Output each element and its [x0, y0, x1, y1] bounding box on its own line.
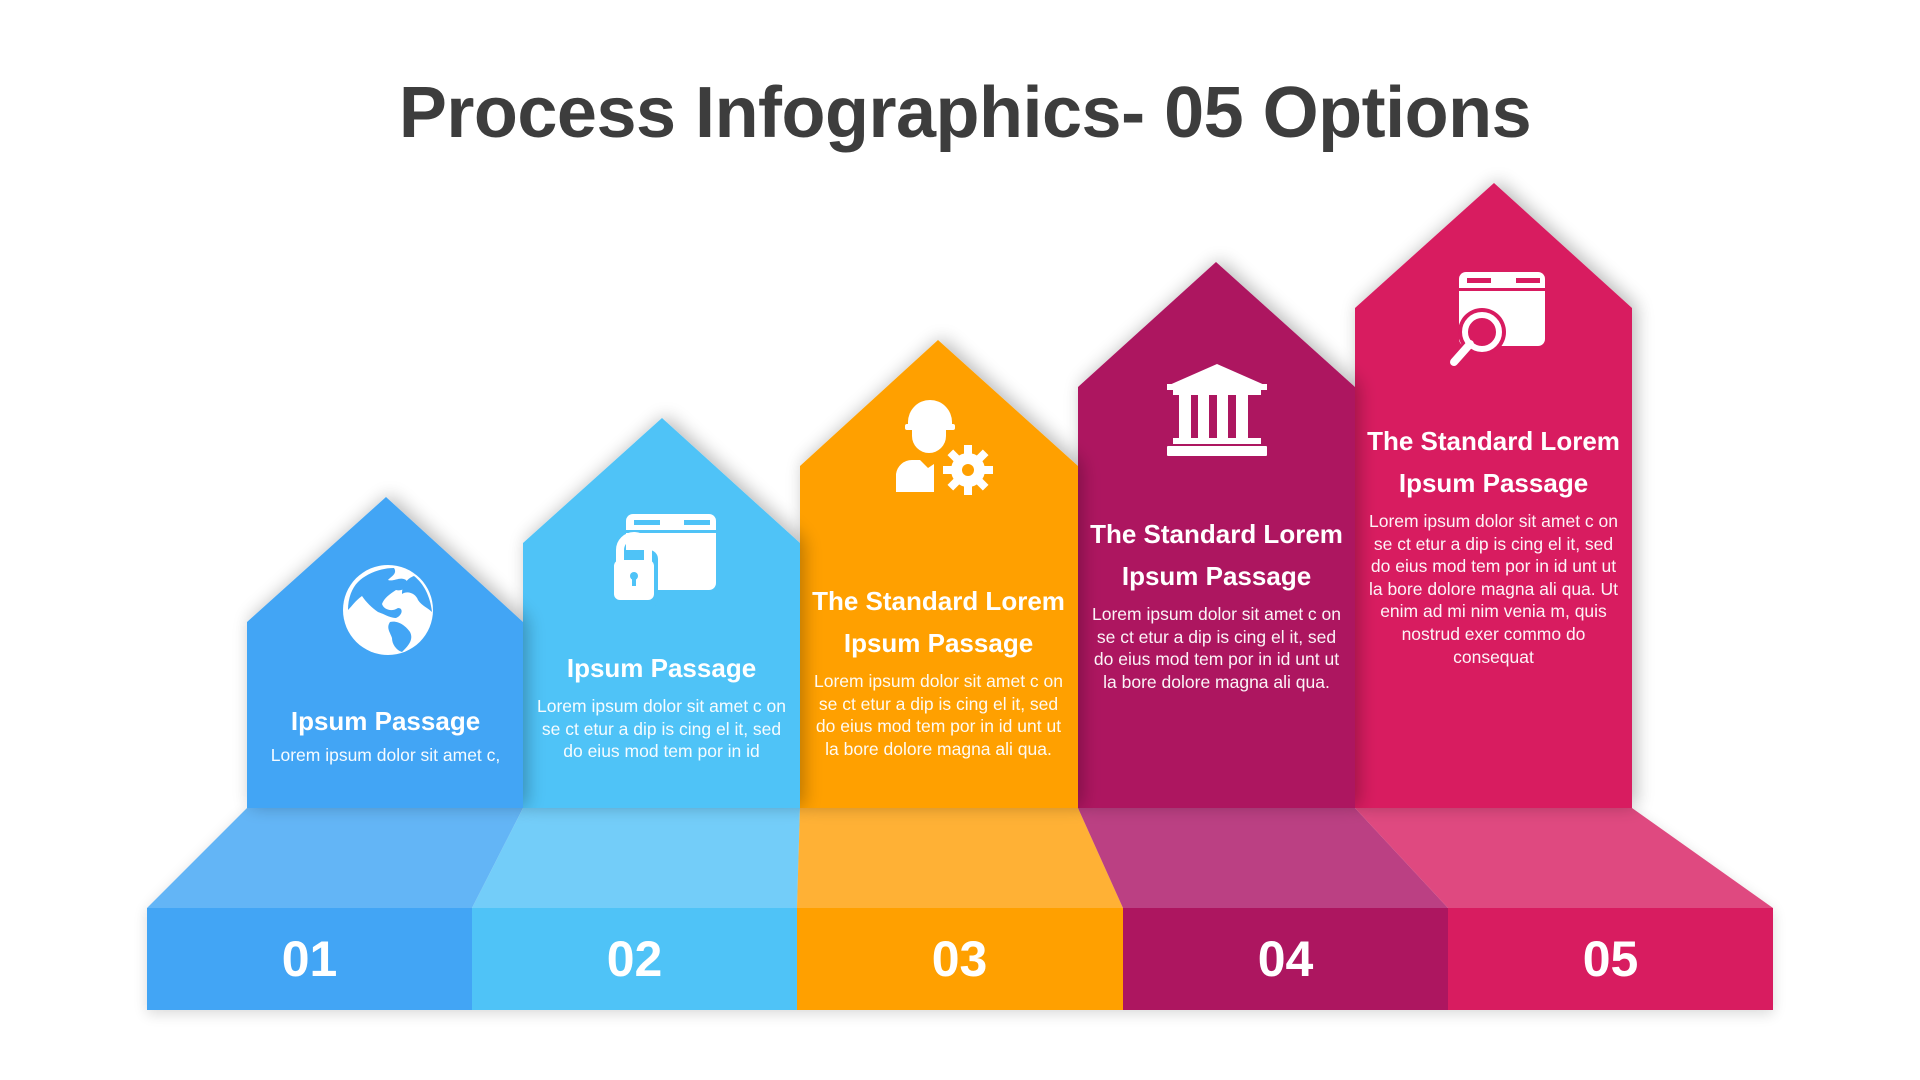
- step-5-heading-line2: Ipsum Passage: [1398, 468, 1589, 498]
- step-columns: [247, 183, 1632, 808]
- platform-top-2: [472, 808, 800, 908]
- step-column-3: [800, 340, 1078, 808]
- step-3-number: 03: [931, 931, 988, 987]
- locked-box-icon: [610, 514, 716, 608]
- step-1-body: Lorem ipsum dolor sit amet c,: [270, 745, 501, 765]
- step-4-heading-line1: The Standard Lorem: [1090, 519, 1343, 549]
- step-2-text: Ipsum Passage Lorem ipsum dolor sit amet…: [523, 647, 800, 763]
- page-title: Process Infographics- 05 Options: [398, 73, 1532, 153]
- step-4-heading-line2: Ipsum Passage: [1121, 561, 1312, 591]
- platform-front-5: [1448, 908, 1773, 1010]
- step-1-text: Ipsum Passage Lorem ipsum dolor sit amet…: [247, 700, 524, 767]
- box-search-icon: [1450, 272, 1545, 366]
- platform-front-4: [1123, 908, 1448, 1010]
- platform-top-5: [1355, 808, 1773, 908]
- engineer-gear-icon: [896, 400, 993, 495]
- step-column-2: [523, 418, 800, 808]
- step-5-text: The Standard Lorem Ipsum Passage Lorem i…: [1355, 420, 1632, 668]
- step-3-body: Lorem ipsum dolor sit amet c on se ct et…: [814, 671, 1063, 759]
- step-column-5: [1355, 183, 1632, 808]
- platform-front-3: [797, 908, 1123, 1010]
- base-platform: [147, 808, 1773, 1010]
- platform-front-2: [472, 908, 797, 1010]
- step-3-text: The Standard Lorem Ipsum Passage Lorem i…: [800, 580, 1077, 760]
- step-4-number: 04: [1257, 931, 1314, 987]
- step-2-body: Lorem ipsum dolor sit amet c on se ct et…: [537, 696, 786, 762]
- bank-building-icon: [1167, 364, 1267, 456]
- step-1-number: 01: [281, 931, 338, 987]
- platform-top-3: [797, 808, 1123, 908]
- step-4-text: The Standard Lorem Ipsum Passage Lorem i…: [1078, 513, 1355, 693]
- step-column-4: [1078, 262, 1355, 808]
- step-5-body: Lorem ipsum dolor sit amet c on se ct et…: [1368, 511, 1619, 667]
- step-4-body: Lorem ipsum dolor sit amet c on se ct et…: [1092, 604, 1341, 692]
- step-3-heading-line1: The Standard Lorem: [812, 586, 1065, 616]
- platform-top-4: [1078, 808, 1448, 908]
- globe-icon: [343, 565, 433, 655]
- step-2-number: 02: [606, 931, 663, 987]
- step-1-heading: Ipsum Passage: [290, 706, 481, 736]
- step-5-heading-line1: The Standard Lorem: [1367, 426, 1620, 456]
- platform-top-1: [147, 808, 523, 908]
- step-3-heading-line2: Ipsum Passage: [843, 628, 1034, 658]
- step-5-number: 05: [1582, 931, 1639, 987]
- platform-front-1: [147, 908, 472, 1010]
- step-2-heading: Ipsum Passage: [566, 653, 757, 683]
